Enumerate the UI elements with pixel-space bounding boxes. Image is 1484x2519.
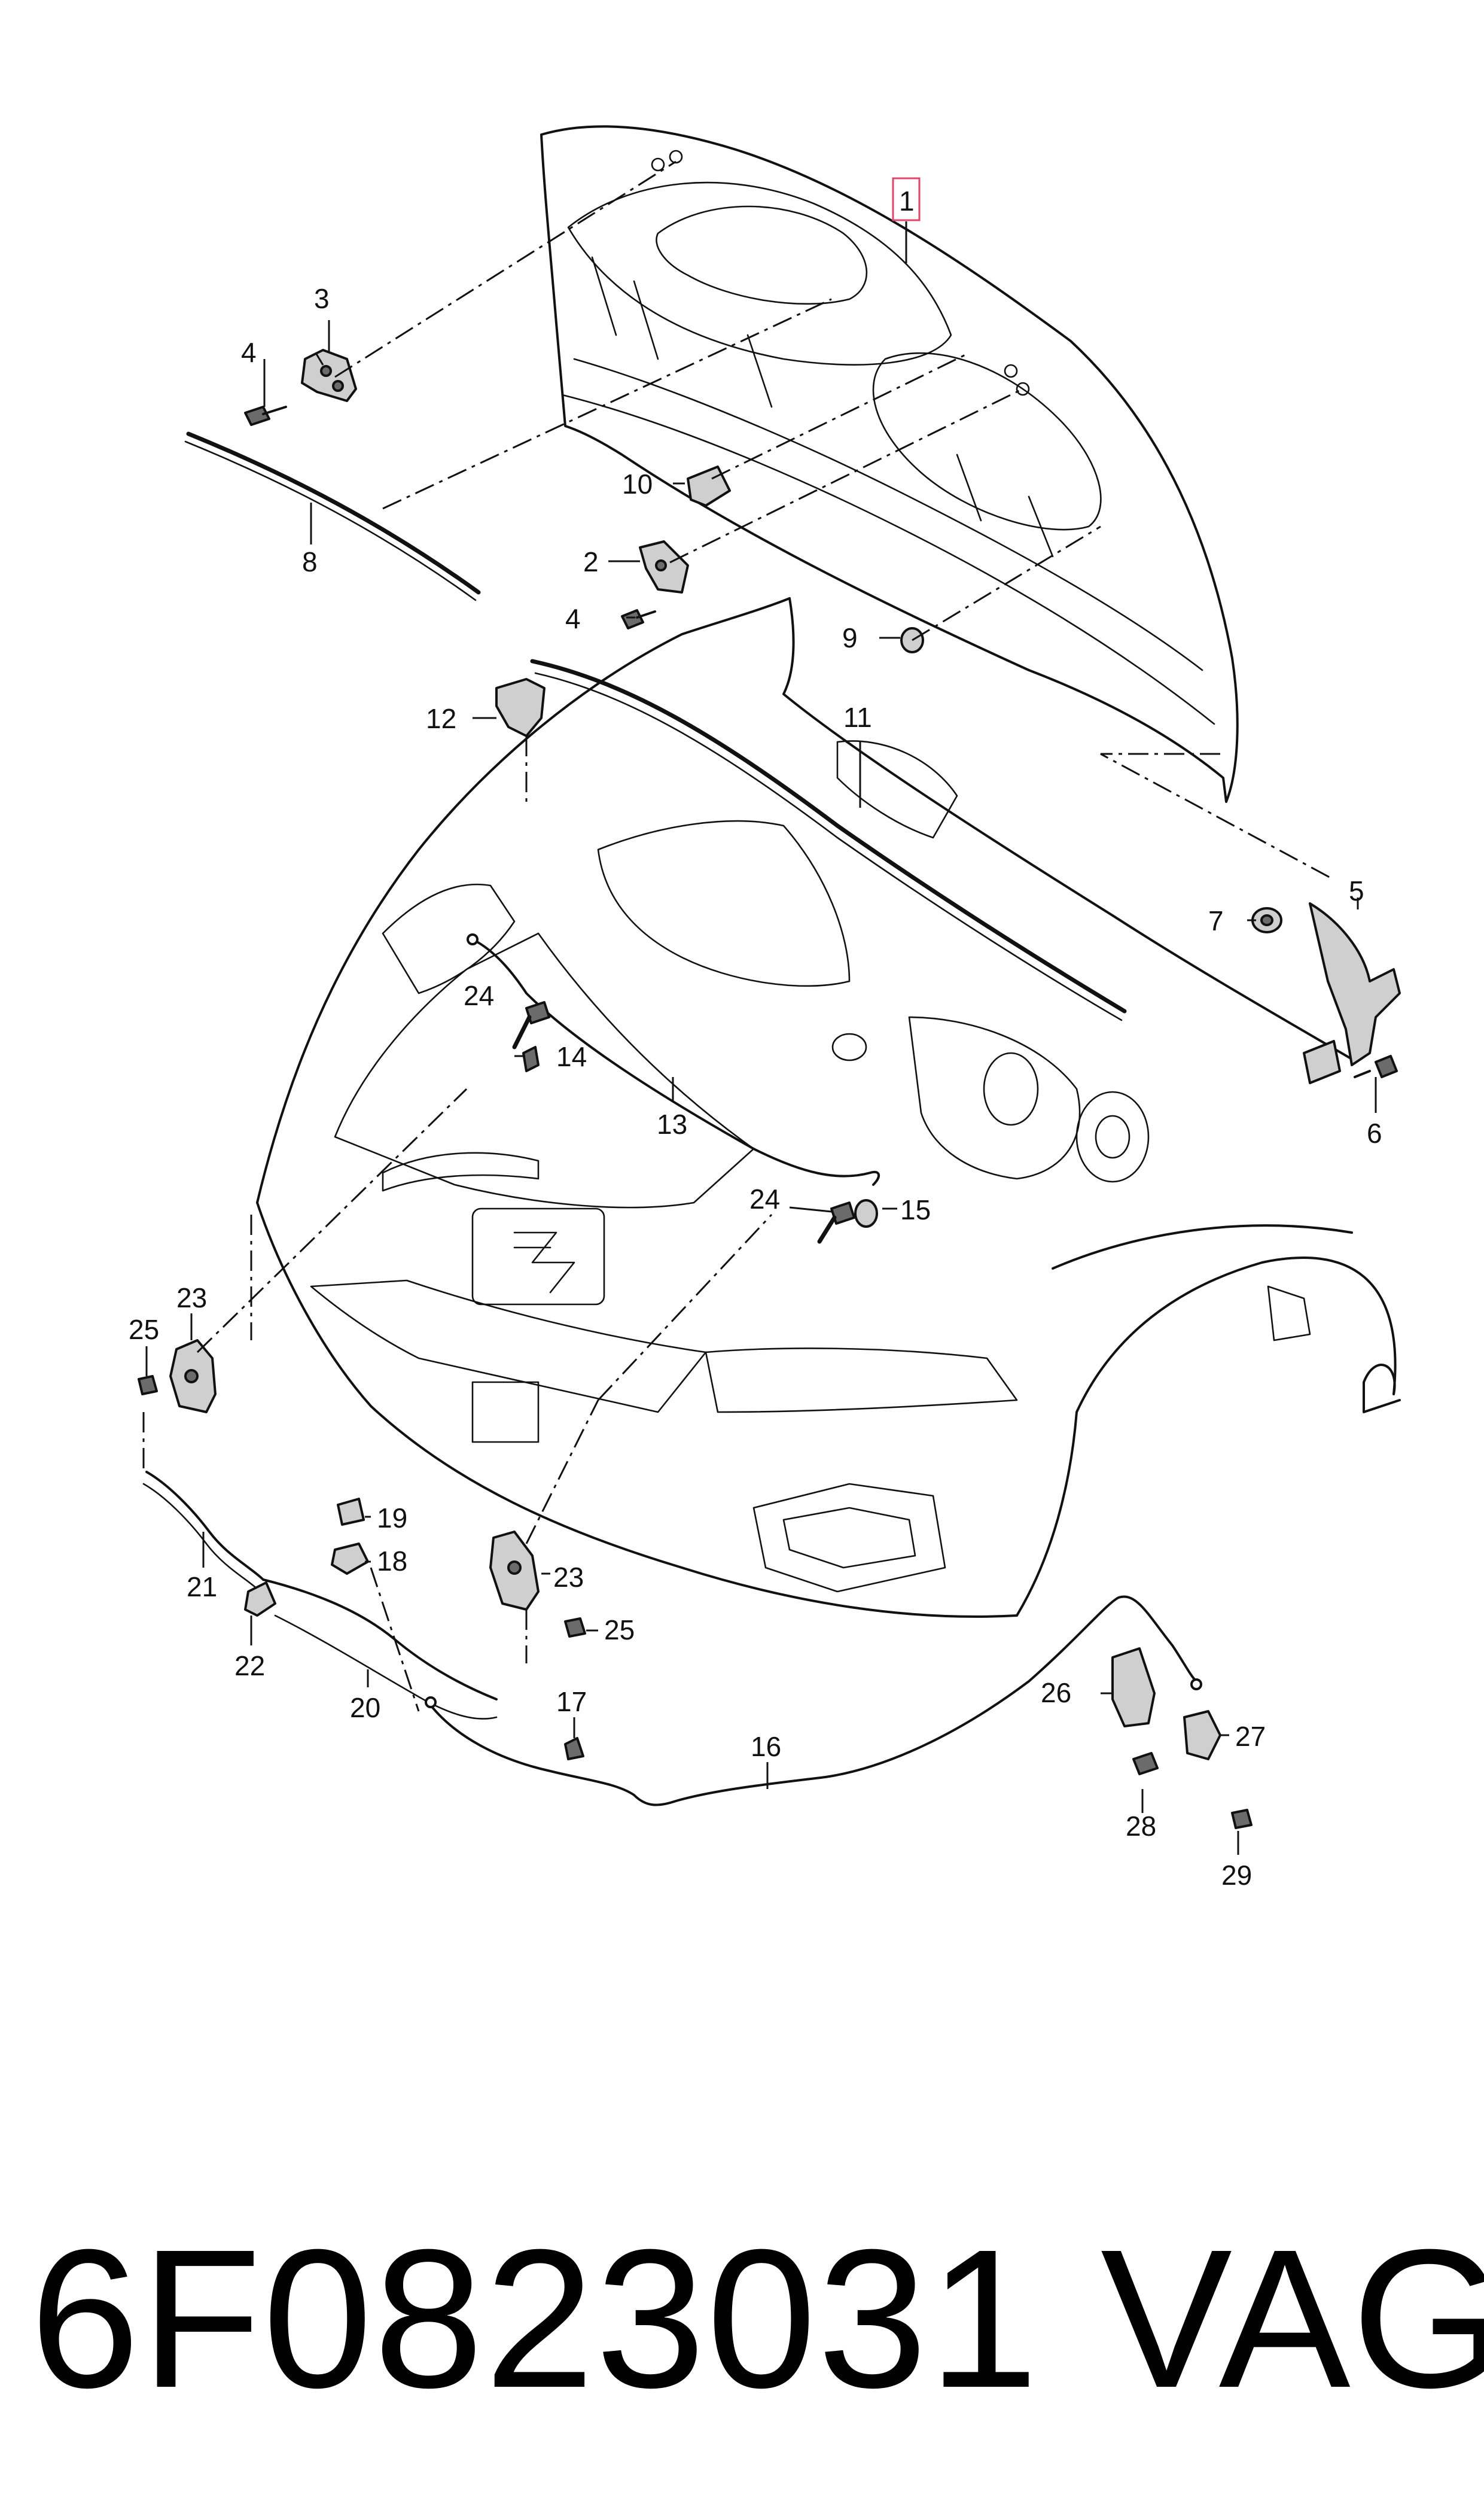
callout-12: 12 [426,703,456,734]
callout-13: 13 [657,1109,687,1140]
callout-22: 22 [234,1650,265,1681]
callout-3: 3 [314,283,330,314]
callout-10: 10 [622,468,653,500]
hood-bolt-upper [244,406,287,426]
clip-17 [564,1737,584,1760]
handle-26 [1111,1647,1156,1727]
callout-4-upper: 4 [241,337,257,368]
bracket-27 [1183,1710,1221,1760]
callout-11: 11 [843,702,872,733]
buffer-10 [687,466,731,507]
leader-lines [142,160,1334,1712]
release-cable-13 [467,933,880,1186]
hood-bolt-lower [621,609,656,629]
callout-15: 15 [900,1194,931,1225]
car-body [256,597,1401,1618]
bracket-12 [495,678,546,737]
callout-6: 6 [1367,1118,1382,1149]
brand-label: VAG [1101,2208,1484,2429]
release-cable-16 [425,1595,1202,1806]
callout-18: 18 [377,1546,407,1577]
callout-labels: 1 2 3 4 4 5 6 7 8 9 10 11 12 13 14 15 16… [129,177,1382,1891]
bolt-24-upper [512,1001,550,1049]
cable-21 [142,1471,264,1593]
lock-right-23 [489,1531,540,1611]
callout-7: 7 [1208,905,1224,936]
callout-ticks [145,221,1377,1855]
part-number: 6F0823031 [30,2208,1040,2429]
callout-24-upper: 24 [464,980,494,1011]
hood-hinge-right-part2 [639,540,689,594]
callout-5: 5 [1349,875,1364,906]
lock-left-23 [169,1339,217,1413]
callout-28: 28 [1126,1811,1156,1842]
callout-9: 9 [842,622,858,653]
hood-panel [540,125,1239,803]
callout-8: 8 [302,546,318,577]
clip-25-left [138,1375,158,1395]
hood-seal-strip-front [184,431,481,601]
bracket-19 [337,1498,365,1526]
bolt-6 [1354,1055,1398,1078]
callout-23-left: 23 [176,1282,207,1313]
bolt-28 [1132,1752,1159,1775]
clip-29 [1231,1809,1253,1829]
callout-4-lower: 4 [565,603,581,634]
callout-2: 2 [583,546,599,577]
callout-16: 16 [751,1731,781,1762]
highlight-box-1 [892,177,921,221]
clip-22 [244,1581,276,1617]
callout-27: 27 [1235,1721,1266,1752]
callout-14: 14 [556,1041,587,1072]
seal-strip-11 [530,659,1127,1021]
callout-26: 26 [1041,1677,1071,1708]
clip-25-right [564,1617,586,1638]
clip-14 [522,1046,540,1072]
grommet-15 [854,1199,878,1228]
callout-17: 17 [556,1686,587,1717]
callout-23-right: 23 [553,1562,584,1593]
callout-25-right: 25 [604,1614,635,1645]
hood-hinge-right-5 [1303,902,1401,1084]
callout-25-left: 25 [129,1314,159,1345]
callout-29: 29 [1221,1860,1252,1891]
callout-19: 19 [377,1502,407,1534]
callout-20: 20 [350,1692,380,1723]
actuator-18 [331,1543,369,1575]
nut-7 [1251,907,1282,933]
callout-21: 21 [187,1571,217,1602]
callout-24-lower: 24 [749,1184,780,1215]
bolt-24-lower [817,1201,855,1244]
callout-1: 1 [899,185,915,217]
hood-hinge-left [301,349,357,402]
